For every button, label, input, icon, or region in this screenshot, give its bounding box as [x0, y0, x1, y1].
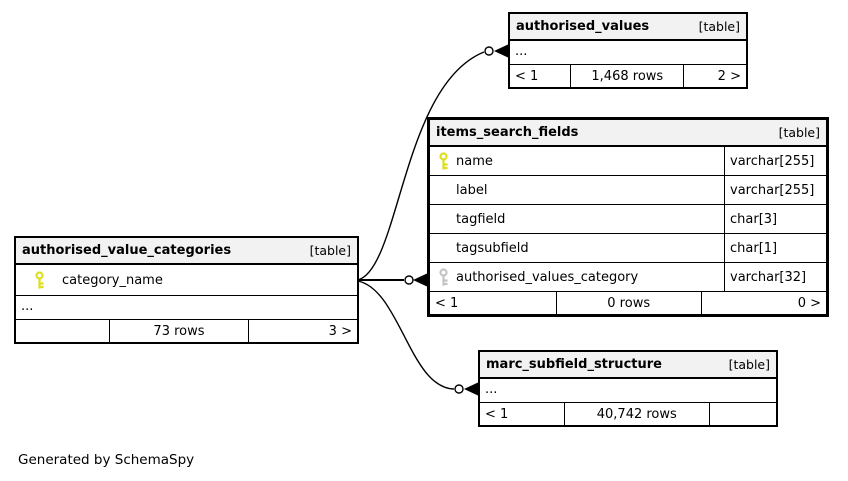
- footer-row-count: 0 rows: [555, 292, 701, 314]
- table-title[interactable]: marc_subfield_structure: [486, 357, 662, 372]
- footer-children-count: < 1: [515, 68, 539, 84]
- table-title[interactable]: authorised_value_categories: [22, 243, 232, 258]
- column-row: label varchar[255]: [430, 176, 826, 205]
- column-name: authorised_values_category: [456, 269, 639, 285]
- column-name: tagsubfield: [456, 240, 529, 256]
- table-marc-subfield-structure[interactable]: marc_subfield_structure [table] ... < 1 …: [478, 350, 778, 427]
- column-type: varchar[255]: [724, 176, 826, 204]
- key-icon-cell: [430, 152, 456, 170]
- column-row: name varchar[255]: [430, 147, 826, 176]
- hidden-columns-row: ...: [510, 41, 746, 65]
- table-type-label: [table]: [309, 243, 351, 258]
- footer-parents-count: 2 >: [683, 65, 746, 87]
- table-title[interactable]: authorised_values: [516, 19, 650, 34]
- primary-key-icon: [438, 152, 448, 170]
- cardinality-circle-icon: [404, 275, 414, 285]
- column-row: category_name: [16, 265, 357, 296]
- column-row: authorised_values_category varchar[32]: [430, 263, 826, 292]
- column-name: tagfield: [456, 211, 506, 227]
- table-footer: < 1 0 rows 0 >: [430, 292, 826, 314]
- key-icon-cell: [430, 268, 456, 286]
- column-type: char[3]: [724, 205, 826, 233]
- column-type: varchar[32]: [724, 263, 826, 291]
- primary-key-icon: [34, 271, 44, 289]
- cardinality-circle-icon: [484, 46, 494, 56]
- column-row: tagfield char[3]: [430, 205, 826, 234]
- column-name: category_name: [62, 272, 163, 288]
- table-title[interactable]: items_search_fields: [436, 125, 579, 140]
- column-name: label: [456, 182, 488, 198]
- table-type-label: [table]: [778, 125, 820, 140]
- footer-parents-count: 3 >: [247, 320, 357, 342]
- table-footer: < 1 40,742 rows: [480, 403, 776, 425]
- column-type: varchar[255]: [724, 147, 826, 175]
- connector-line-to-marc-subfield-structure: [357, 280, 455, 390]
- hidden-columns-row: ...: [16, 296, 357, 320]
- table-authorised-values[interactable]: authorised_values [table] ... < 1 1,468 …: [508, 12, 748, 89]
- connector-line-to-authorised-values: [357, 51, 485, 281]
- foreign-key-icon: [438, 268, 448, 286]
- footer-row-count: 73 rows: [109, 320, 248, 342]
- table-footer: < 1 1,468 rows 2 >: [510, 65, 746, 87]
- generator-credit: Generated by SchemaSpy: [18, 452, 195, 468]
- footer-parents-count: [708, 403, 776, 425]
- table-footer: 73 rows 3 >: [16, 320, 357, 342]
- table-authorised-value-categories[interactable]: authorised_value_categories [table] cate…: [14, 236, 359, 344]
- table-header[interactable]: marc_subfield_structure [table]: [480, 352, 776, 379]
- table-type-label: [table]: [698, 19, 740, 34]
- cardinality-circle-icon: [454, 384, 464, 394]
- footer-row-count: 1,468 rows: [570, 65, 683, 87]
- table-items-search-fields[interactable]: items_search_fields [table] name varchar…: [427, 117, 829, 317]
- column-type: char[1]: [724, 234, 826, 262]
- column-row: tagsubfield char[1]: [430, 234, 826, 263]
- key-icon-cell: [24, 271, 54, 289]
- arrowhead-icon: [464, 382, 479, 396]
- column-name: name: [456, 153, 493, 169]
- footer-children-count: < 1: [485, 406, 509, 422]
- table-header[interactable]: items_search_fields [table]: [430, 120, 826, 147]
- footer-parents-count: 0 >: [700, 292, 826, 314]
- table-type-label: [table]: [728, 357, 770, 372]
- table-header[interactable]: authorised_value_categories [table]: [16, 238, 357, 265]
- arrowhead-icon: [494, 44, 509, 58]
- footer-children-count: < 1: [435, 295, 459, 311]
- arrowhead-icon: [413, 273, 428, 287]
- footer-row-count: 40,742 rows: [563, 403, 709, 425]
- footer-children-count: [16, 320, 109, 342]
- hidden-columns-row: ...: [480, 379, 776, 403]
- table-header[interactable]: authorised_values [table]: [510, 14, 746, 41]
